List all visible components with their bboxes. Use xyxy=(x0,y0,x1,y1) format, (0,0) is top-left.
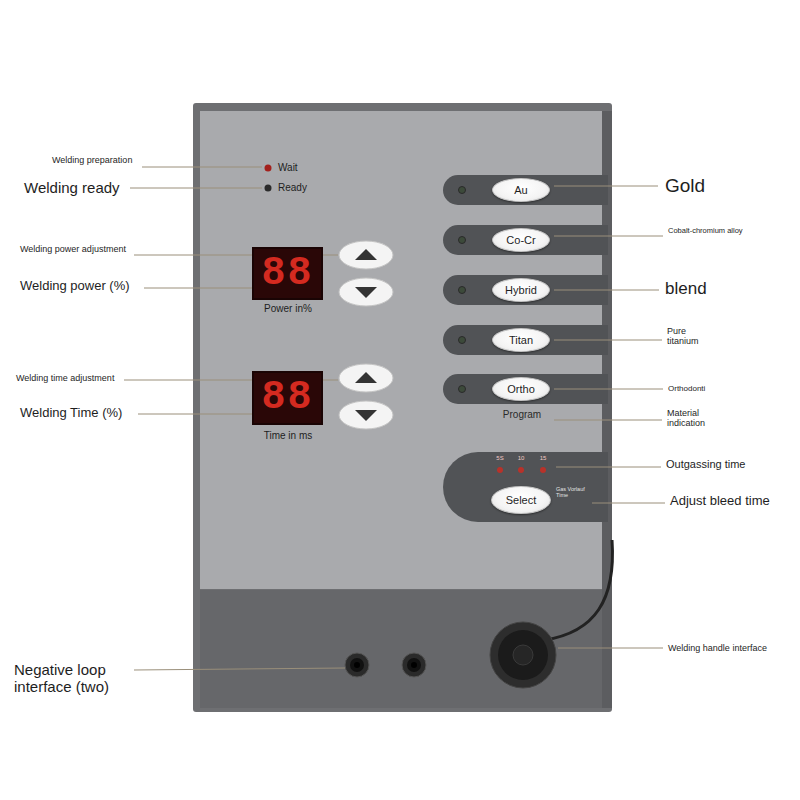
callout-label: Welding handle interface xyxy=(668,643,767,653)
callout-label: Adjust bleed time xyxy=(670,494,770,509)
up-button xyxy=(339,241,393,269)
panel-label: Time in ms xyxy=(264,430,313,442)
up-arrow xyxy=(355,249,377,260)
panel-label: Ready xyxy=(278,182,307,194)
leader-line xyxy=(554,290,659,291)
material-button: Co-Cr xyxy=(492,228,550,252)
wait-led xyxy=(265,165,272,172)
node-text: Au xyxy=(514,184,527,196)
panel-label: Gas Vorlauf Time xyxy=(556,486,586,499)
select-button: Select xyxy=(491,486,551,514)
leader-line xyxy=(554,340,662,341)
power-display: 88 xyxy=(252,247,323,300)
callout-label: Gold xyxy=(665,175,705,197)
callout-label: Material indication xyxy=(667,408,729,429)
up-button xyxy=(339,364,393,392)
down-arrow xyxy=(355,287,377,298)
jack-pin xyxy=(354,662,360,668)
leader-line xyxy=(556,467,661,468)
ready-led xyxy=(265,185,272,192)
callout-label: Welding Time (%) xyxy=(20,406,122,421)
panel-label: Power in% xyxy=(264,303,312,315)
callout-label: Welding time adjustment xyxy=(16,373,114,383)
material-led xyxy=(459,187,466,194)
down-button xyxy=(339,278,393,306)
jack-pin xyxy=(411,662,417,668)
material-led xyxy=(459,287,466,294)
callout-label: Welding power adjustment xyxy=(20,244,126,254)
node-text: Ortho xyxy=(507,383,535,395)
gas-led xyxy=(540,467,546,473)
panel-label: Wait xyxy=(278,162,298,174)
material-led xyxy=(459,386,466,393)
material-led xyxy=(459,237,466,244)
up-arrow xyxy=(355,372,377,383)
callout-label: Welding preparation xyxy=(52,155,132,165)
callout-label: Negative loop interface (two) xyxy=(14,661,136,696)
material-button: Hybrid xyxy=(492,278,550,302)
leader-line xyxy=(592,503,665,504)
material-button: Ortho xyxy=(492,377,550,401)
node-text: 88 xyxy=(261,378,313,418)
callout-label: Pure titanium xyxy=(667,326,719,347)
gas-led xyxy=(518,467,524,473)
leader-line xyxy=(554,186,658,187)
panel-bottom xyxy=(200,590,604,708)
leader-line xyxy=(134,668,345,670)
handle-socket xyxy=(490,622,556,688)
callout-label: blend xyxy=(665,279,707,299)
material-button: Titan xyxy=(492,328,550,352)
gas-time-number: 10 xyxy=(518,455,525,462)
leader-line xyxy=(554,420,662,421)
material-button: Au xyxy=(492,178,550,202)
node-text: Titan xyxy=(509,334,533,346)
handle-cap xyxy=(498,630,548,680)
down-button xyxy=(339,401,393,429)
node-text: Select xyxy=(506,494,537,506)
button-band xyxy=(443,225,608,255)
leader-line xyxy=(558,648,663,649)
leader-line xyxy=(130,188,262,189)
handle-center xyxy=(513,645,533,665)
leader-line xyxy=(142,167,262,168)
gas-time-number: 5S xyxy=(496,455,503,462)
leader-line xyxy=(554,389,663,390)
jack-hole xyxy=(350,658,364,672)
jack-hole xyxy=(407,658,421,672)
cap-cord xyxy=(545,540,612,640)
jack xyxy=(402,653,426,677)
leader-line xyxy=(144,288,252,289)
callout-label: Orthodonti xyxy=(668,384,705,393)
panel-label: Program xyxy=(503,409,541,421)
node-text: Hybrid xyxy=(505,284,537,296)
time-display: 88 xyxy=(252,371,323,425)
callout-label: Welding ready xyxy=(24,179,120,196)
material-led xyxy=(459,337,466,344)
callout-label: Outgassing time xyxy=(666,458,745,471)
leader-line xyxy=(138,414,252,415)
button-band xyxy=(443,175,608,205)
callout-label: Cobalt-chromium alloy xyxy=(668,227,743,236)
panel-frame xyxy=(193,103,612,712)
down-arrow xyxy=(355,410,377,421)
leader-line xyxy=(554,236,663,237)
jack xyxy=(345,653,369,677)
select-band xyxy=(443,452,608,522)
gas-led xyxy=(497,467,503,473)
gas-time-number: 15 xyxy=(540,455,547,462)
node-text: 88 xyxy=(261,254,313,294)
callout-label: Welding power (%) xyxy=(20,279,130,294)
node-text: Co-Cr xyxy=(506,234,535,246)
leader-lines xyxy=(124,167,665,670)
